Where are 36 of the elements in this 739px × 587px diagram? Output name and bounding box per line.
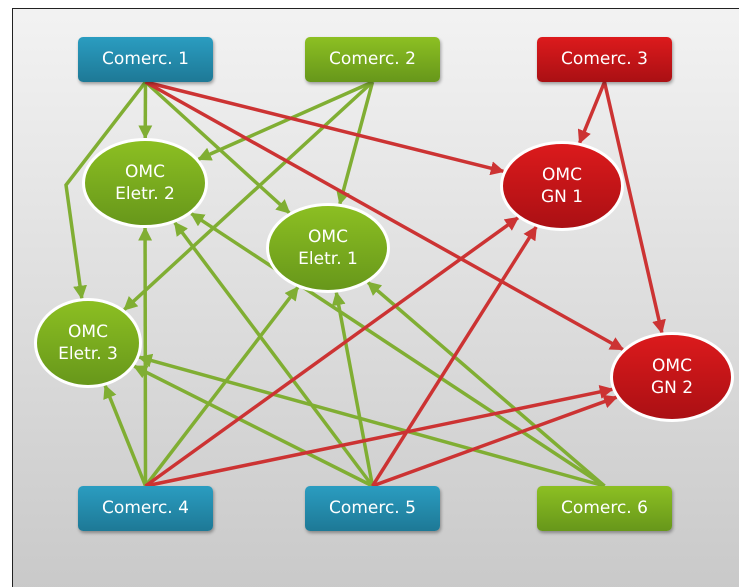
ellipse-node — [266, 203, 390, 293]
arrow — [144, 216, 520, 488]
process-box — [78, 37, 213, 82]
node-label: OMC GN 2 — [650, 354, 694, 400]
arrow — [372, 394, 618, 488]
ellipse-node — [34, 298, 142, 388]
arrow — [336, 82, 374, 206]
node-label: OMC GN 1 — [540, 164, 584, 208]
arrow — [64, 80, 147, 300]
arrow — [371, 226, 538, 487]
arrow — [366, 281, 606, 488]
node-label: Comerc. 4 — [102, 497, 189, 520]
arrow — [133, 364, 374, 488]
ellipse-node — [82, 138, 208, 228]
node-label: Comerc. 6 — [561, 497, 648, 520]
ellipse-node — [610, 332, 734, 422]
node-label: Comerc. 1 — [102, 48, 189, 71]
process-box — [78, 486, 213, 531]
process-box — [537, 486, 672, 531]
process-box — [305, 486, 440, 531]
node-label: OMC Eletr. 2 — [114, 160, 176, 206]
arrow — [578, 81, 606, 144]
arrow — [138, 82, 152, 140]
process-box — [305, 37, 440, 82]
ellipse-node — [500, 141, 624, 231]
node-label: Comerc. 3 — [561, 48, 648, 71]
node-label: OMC Eletr. 1 — [297, 226, 359, 270]
arrow — [144, 80, 624, 352]
arrow — [138, 226, 152, 486]
process-box — [537, 37, 672, 82]
node-label: Comerc. 5 — [329, 497, 416, 520]
arrow — [138, 354, 605, 488]
node-label: Comerc. 2 — [329, 48, 416, 71]
node-label: OMC Eletr. 3 — [57, 320, 119, 366]
arrow — [145, 385, 614, 488]
arrow — [602, 82, 666, 334]
